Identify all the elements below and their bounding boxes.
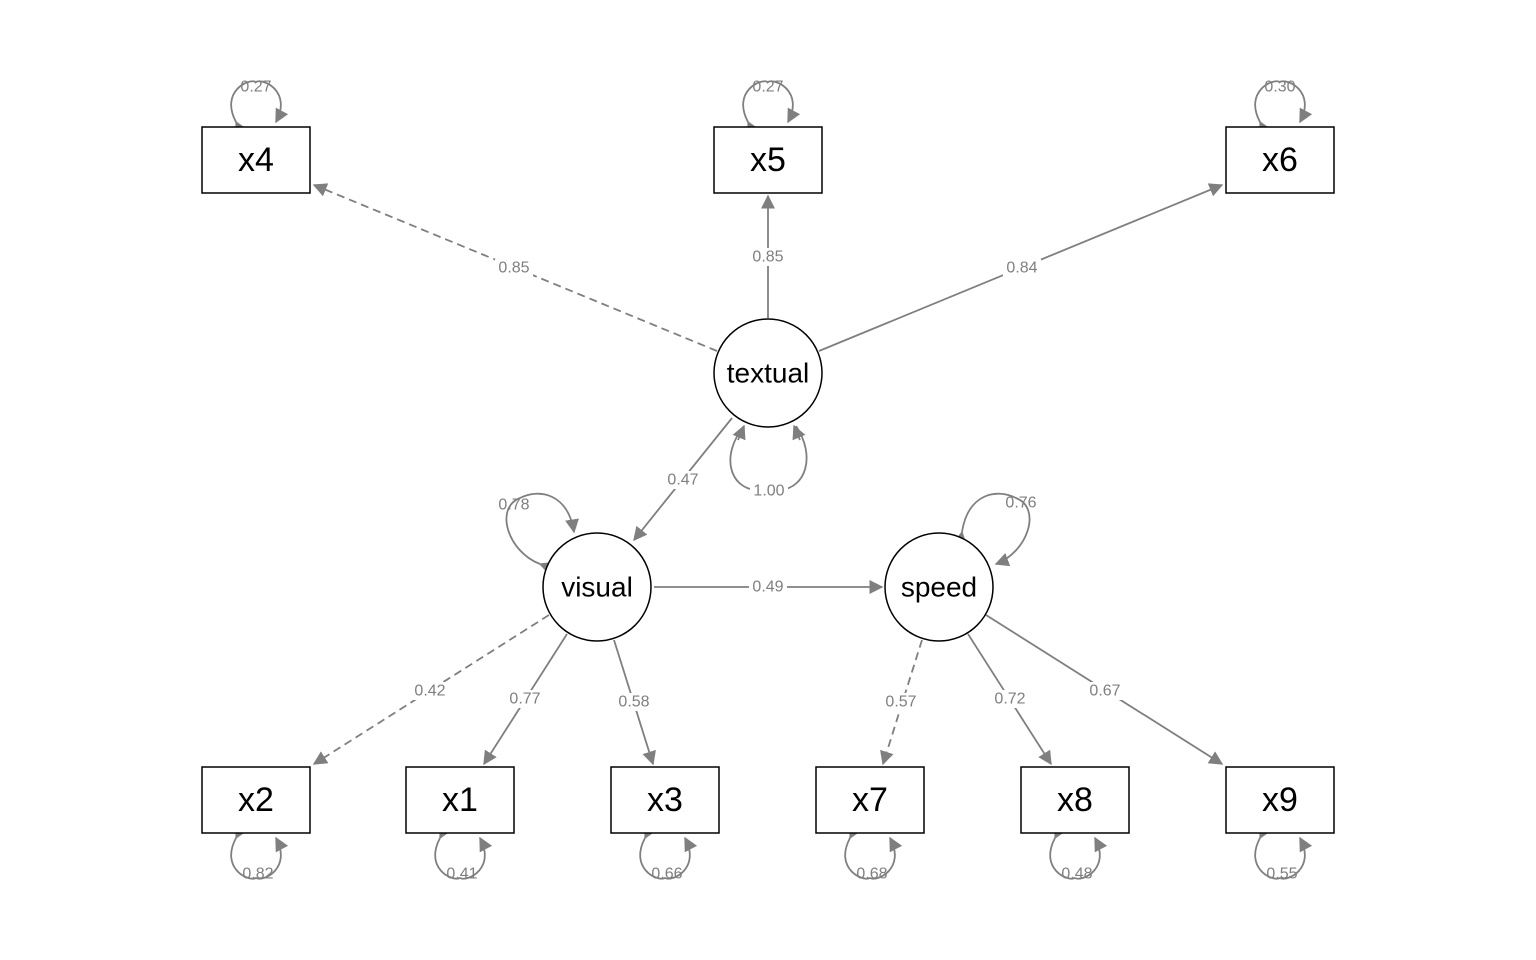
- node-label-x3: x3: [647, 781, 683, 819]
- node-label-x5: x5: [750, 141, 786, 179]
- node-label-x1: x1: [442, 781, 478, 819]
- label-visual-x2: 0.42: [414, 683, 445, 700]
- variance-x7: 0.68: [856, 866, 887, 883]
- variance-x1: 0.41: [446, 866, 477, 883]
- loop-visual: [505, 492, 579, 575]
- node-label-visual: visual: [561, 572, 633, 603]
- latent-variables: textual visual speed: [542, 318, 994, 642]
- label-textual-x6: 0.84: [1006, 260, 1037, 277]
- node-x8: x8: [1020, 766, 1130, 834]
- variance-textual: 1.00: [753, 483, 784, 500]
- edge-labels: 0.85 0.85 0.84 0.47 0.49 0.42 0.77 0.58 …: [411, 248, 1124, 711]
- label-visual-x3: 0.58: [618, 694, 649, 711]
- node-x5: x5: [713, 126, 823, 194]
- variance-x2: 0.82: [242, 866, 273, 883]
- node-label-x7: x7: [852, 781, 888, 819]
- label-textual-visual: 0.47: [667, 472, 698, 489]
- observed-variables: x4 x5 x6 x2 x1 x3 x7 x8: [201, 126, 1335, 834]
- variance-visual: 0.78: [498, 497, 529, 514]
- edge-textual-x4: [312, 183, 718, 352]
- variance-x4: 0.27: [240, 79, 271, 96]
- node-x6: x6: [1225, 126, 1335, 194]
- node-label-x8: x8: [1057, 781, 1093, 819]
- node-visual: visual: [542, 532, 652, 642]
- label-textual-x4: 0.85: [498, 260, 529, 277]
- label-textual-x5: 0.85: [752, 249, 783, 266]
- node-speed: speed: [884, 532, 994, 642]
- node-label-x6: x6: [1262, 141, 1298, 179]
- node-x9: x9: [1225, 766, 1335, 834]
- label-visual-x1: 0.77: [509, 691, 540, 708]
- loop-x2: [230, 823, 289, 880]
- loop-textual-right-head: [792, 424, 806, 441]
- loop-x6: [1254, 80, 1313, 137]
- edge-speed-x7: [880, 639, 923, 766]
- loop-x1: [434, 823, 493, 880]
- node-label-speed: speed: [901, 572, 977, 603]
- variance-x5: 0.27: [752, 79, 783, 96]
- loop-x7: [844, 823, 903, 880]
- node-label-x2: x2: [238, 781, 274, 819]
- loop-x9: [1254, 823, 1313, 880]
- node-x2: x2: [201, 766, 311, 834]
- loop-x5: [742, 80, 801, 137]
- node-x4: x4: [201, 126, 311, 194]
- loop-x8: [1049, 823, 1108, 880]
- variance-x8: 0.48: [1061, 866, 1092, 883]
- loop-x3: [639, 823, 698, 880]
- variance-x9: 0.55: [1266, 866, 1297, 883]
- node-label-textual: textual: [727, 358, 810, 389]
- node-label-x4: x4: [238, 141, 274, 179]
- node-x7: x7: [815, 766, 925, 834]
- edge-visual-x2: [312, 614, 550, 765]
- loop-speed: [953, 492, 1031, 567]
- label-speed-x7: 0.57: [885, 694, 916, 711]
- node-x1: x1: [405, 766, 515, 834]
- node-label-x9: x9: [1262, 781, 1298, 819]
- variance-x6: 0.30: [1264, 79, 1295, 96]
- label-visual-speed: 0.49: [752, 579, 783, 596]
- variance-labels: 0.27 0.27 0.30 0.82 0.41 0.66 0.68 0.48 …: [240, 79, 1297, 883]
- loop-textual: [729, 425, 808, 491]
- loop-x4: [230, 80, 289, 137]
- label-speed-x9: 0.67: [1089, 683, 1120, 700]
- variance-speed: 0.76: [1005, 495, 1036, 512]
- label-speed-x8: 0.72: [994, 691, 1025, 708]
- variance-x3: 0.66: [651, 866, 682, 883]
- loop-textual-left-head: [732, 424, 746, 441]
- variance-loops: [230, 80, 1313, 880]
- node-x3: x3: [610, 766, 720, 834]
- node-textual: textual: [713, 318, 823, 428]
- edges: [312, 183, 1224, 766]
